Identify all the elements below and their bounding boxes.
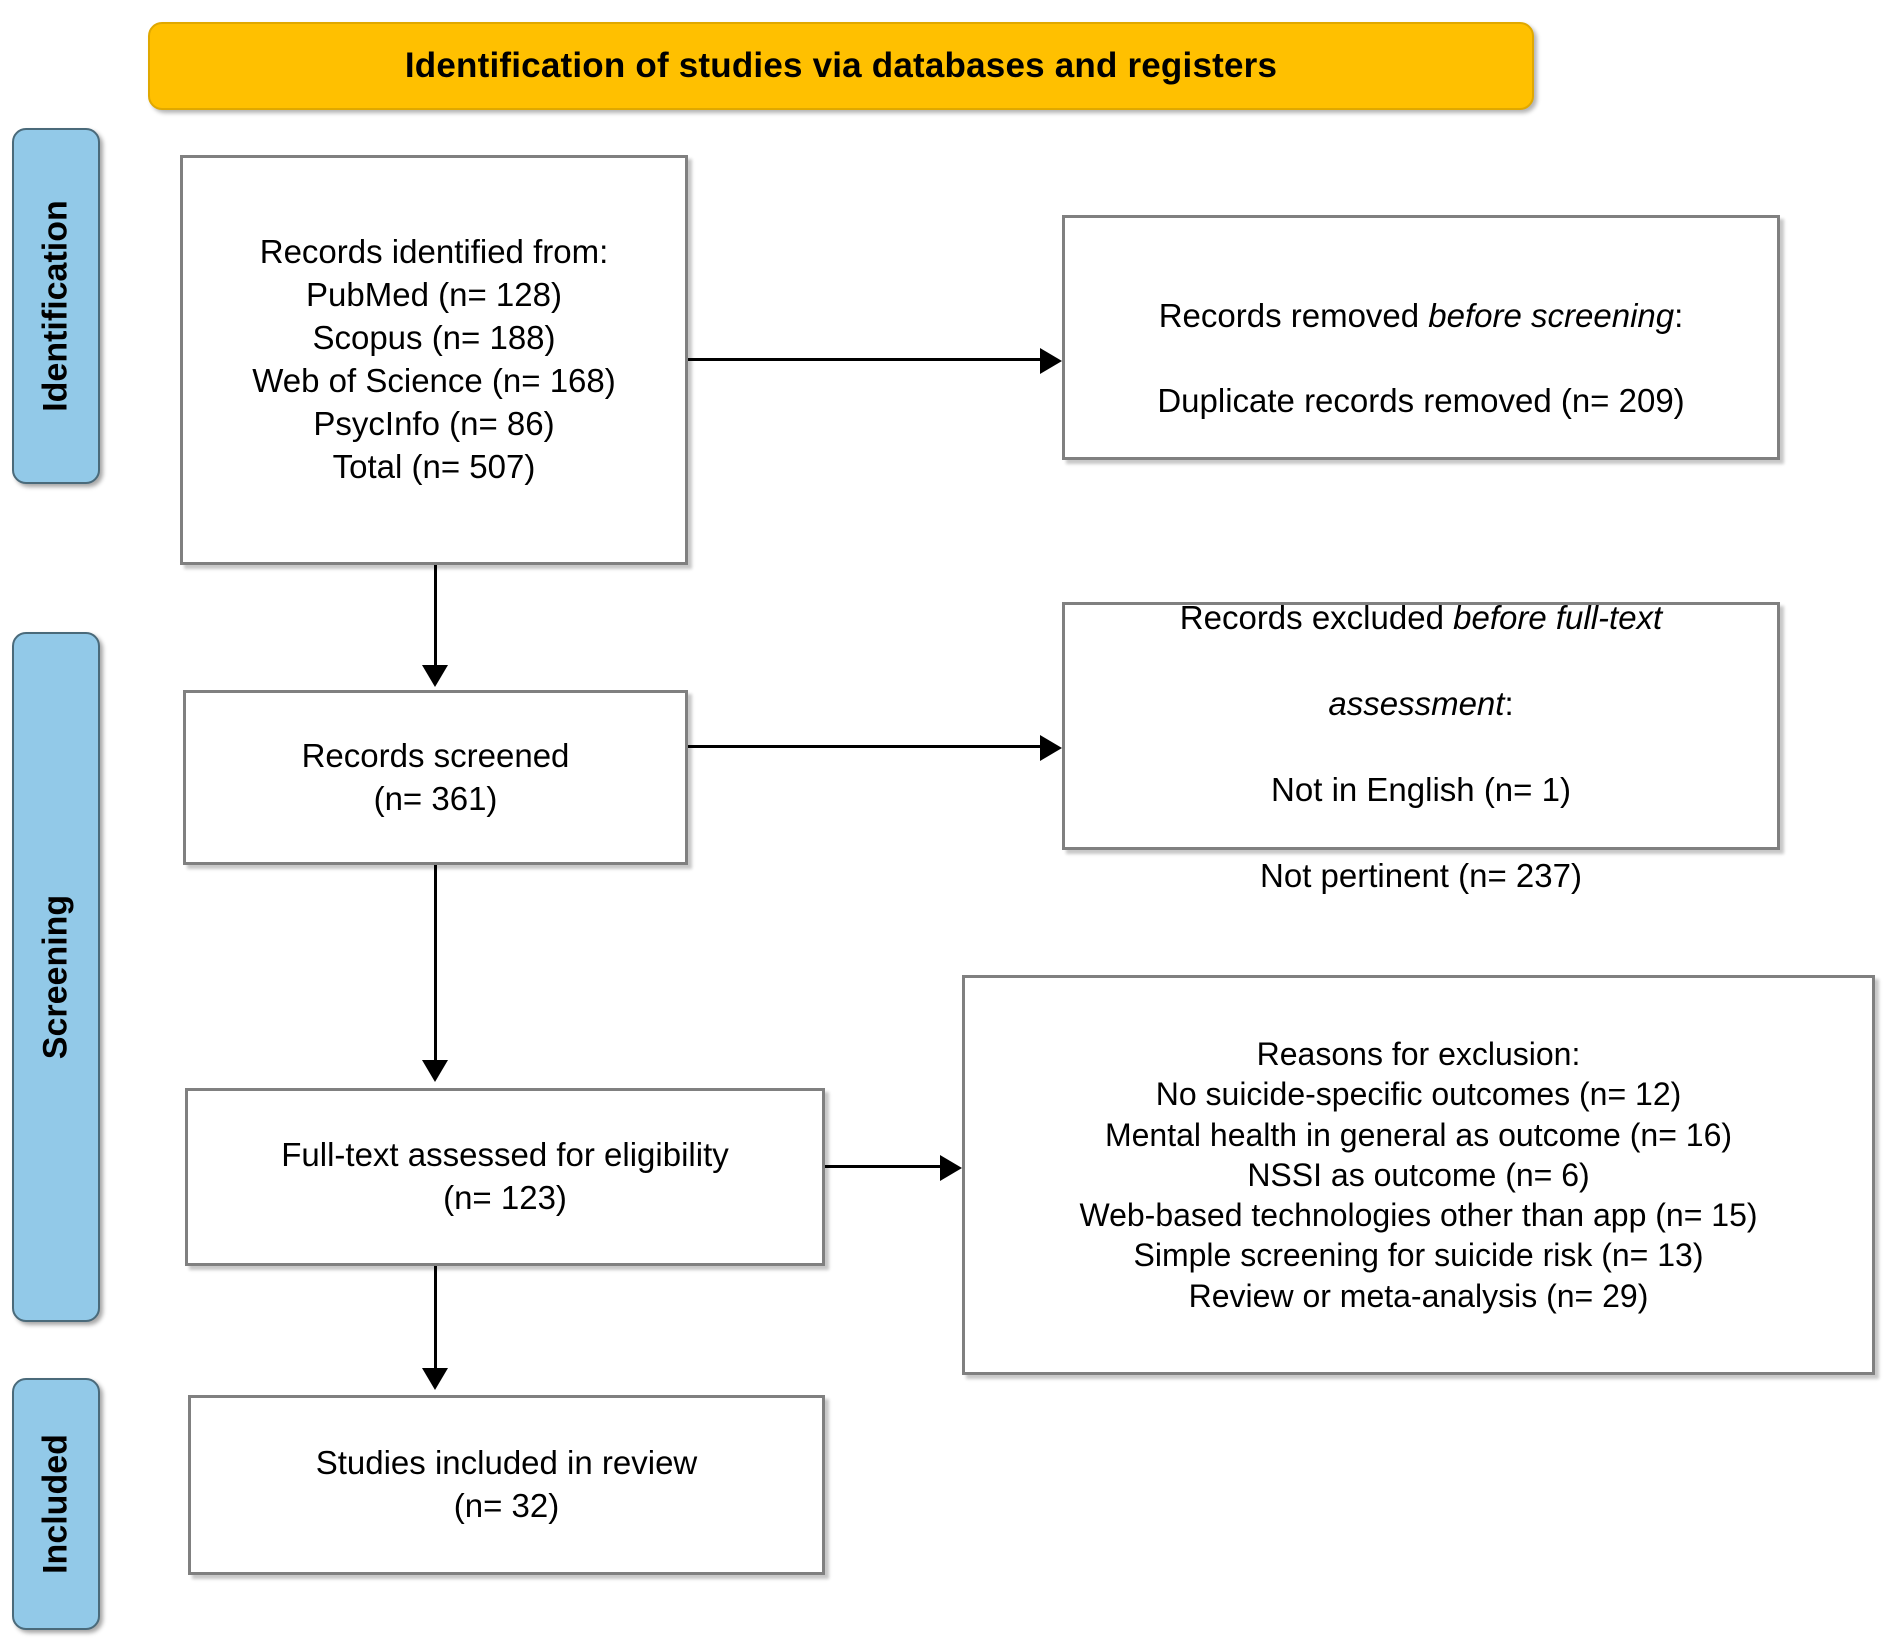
records-removed-line2: Duplicate records removed (n= 209) [1157, 382, 1685, 420]
connector-identified-to-removed [688, 358, 1040, 361]
records-excluded-line4: Not pertinent (n= 237) [1260, 856, 1582, 894]
box-records-identified: Records identified from: PubMed (n= 128)… [180, 155, 688, 565]
sidebar-label-included: Included [36, 1434, 75, 1574]
box-studies-included: Studies included in review (n= 32) [188, 1395, 825, 1575]
records-excluded-line1-prefix: Records excluded [1179, 599, 1454, 637]
box-records-removed: Records removed before screening: Duplic… [1062, 215, 1780, 460]
box-fulltext-assessed: Full-text assessed for eligibility (n= 1… [185, 1088, 825, 1266]
sidebar-item-identification: Identification [12, 128, 100, 484]
connector-screened-to-fulltext [434, 865, 437, 1063]
records-removed-line1-italic: before screening [1428, 296, 1675, 334]
header-banner: Identification of studies via databases … [148, 22, 1534, 110]
box-records-screened: Records screened (n= 361) [183, 690, 688, 865]
arrow-screened-to-excluded [1040, 735, 1062, 761]
connector-fulltext-to-reasons [825, 1165, 941, 1168]
sidebar-label-screening: Screening [36, 894, 75, 1060]
records-excluded-line2-italic: assessment [1328, 685, 1505, 723]
records-excluded-line3: Not in English (n= 1) [1271, 770, 1571, 808]
records-removed-line1-prefix: Records removed [1158, 296, 1429, 334]
arrow-identified-to-removed [1040, 348, 1062, 374]
box-reasons-for-exclusion-text: Reasons for exclusion: No suicide-specif… [1079, 1035, 1758, 1314]
sidebar-item-screening: Screening [12, 632, 100, 1322]
records-excluded-line2-suffix: : [1504, 685, 1514, 723]
box-records-identified-text: Records identified from: PubMed (n= 128)… [252, 233, 616, 485]
arrow-identified-to-screened [422, 665, 448, 687]
arrow-screened-to-fulltext [422, 1060, 448, 1082]
box-records-excluded: Records excluded before full-text assess… [1062, 599, 1780, 894]
arrow-fulltext-to-reasons [940, 1155, 962, 1181]
header-title: Identification of studies via databases … [404, 46, 1278, 85]
records-removed-line1-suffix: : [1674, 296, 1684, 334]
sidebar-label-identification: Identification [36, 200, 75, 412]
records-excluded-line1-italic: before full-text [1453, 599, 1663, 637]
box-studies-included-text: Studies included in review (n= 32) [315, 1444, 698, 1524]
box-records-screened-text: Records screened (n= 361) [301, 736, 570, 817]
connector-identified-to-screened [434, 565, 437, 668]
box-records-excluded-text: Records excluded before full-text assess… [1170, 554, 1672, 897]
arrow-fulltext-to-included [422, 1368, 448, 1390]
connector-fulltext-to-included [434, 1266, 437, 1371]
box-reasons-for-exclusion: Reasons for exclusion: No suicide-specif… [962, 975, 1875, 1375]
box-records-removed-text: Records removed before screening: Duplic… [1147, 252, 1694, 424]
connector-screened-to-excluded [688, 745, 1040, 748]
box-fulltext-assessed-text: Full-text assessed for eligibility (n= 1… [281, 1136, 729, 1216]
sidebar-item-included: Included [12, 1378, 100, 1630]
